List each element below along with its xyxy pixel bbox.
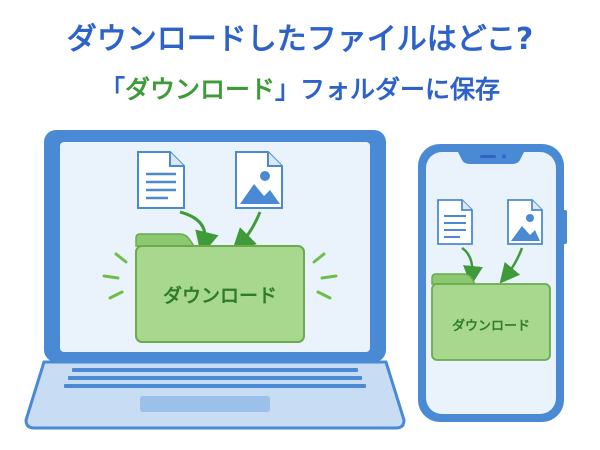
- highlight-burst: [102, 252, 338, 300]
- page-subtitle: 「ダウンロード」フォルダーに保存: [0, 70, 600, 106]
- arrow-icon: [499, 247, 524, 284]
- arrow-icon: [179, 210, 219, 256]
- phone-folder-label: ダウンロード: [452, 318, 530, 334]
- document-icon: [137, 151, 185, 209]
- subtitle-rest: フォルダーに保存: [300, 75, 501, 104]
- subtitle-folder-name: ダウンロード: [124, 75, 275, 104]
- image-file-icon: [507, 199, 543, 245]
- laptop-trackpad: [140, 396, 270, 412]
- folder-icon: [431, 273, 551, 361]
- document-icon: [437, 199, 473, 245]
- laptop-keyboard: [64, 368, 366, 388]
- folder-icon: [135, 233, 305, 343]
- subtitle-bracket-close: 」: [275, 75, 301, 104]
- image-file-icon: [235, 151, 283, 209]
- arrow-icon: [231, 211, 262, 253]
- arrow-icon: [461, 246, 483, 286]
- laptop-folder-label: ダウンロード: [163, 284, 277, 307]
- phone-side-button: [562, 210, 567, 244]
- page-title: ダウンロードしたファイルはどこ?: [66, 22, 534, 57]
- laptop: ダウンロード: [24, 130, 406, 430]
- subtitle-bracket-open: 「: [99, 75, 125, 104]
- smartphone: ダウンロード: [418, 144, 567, 422]
